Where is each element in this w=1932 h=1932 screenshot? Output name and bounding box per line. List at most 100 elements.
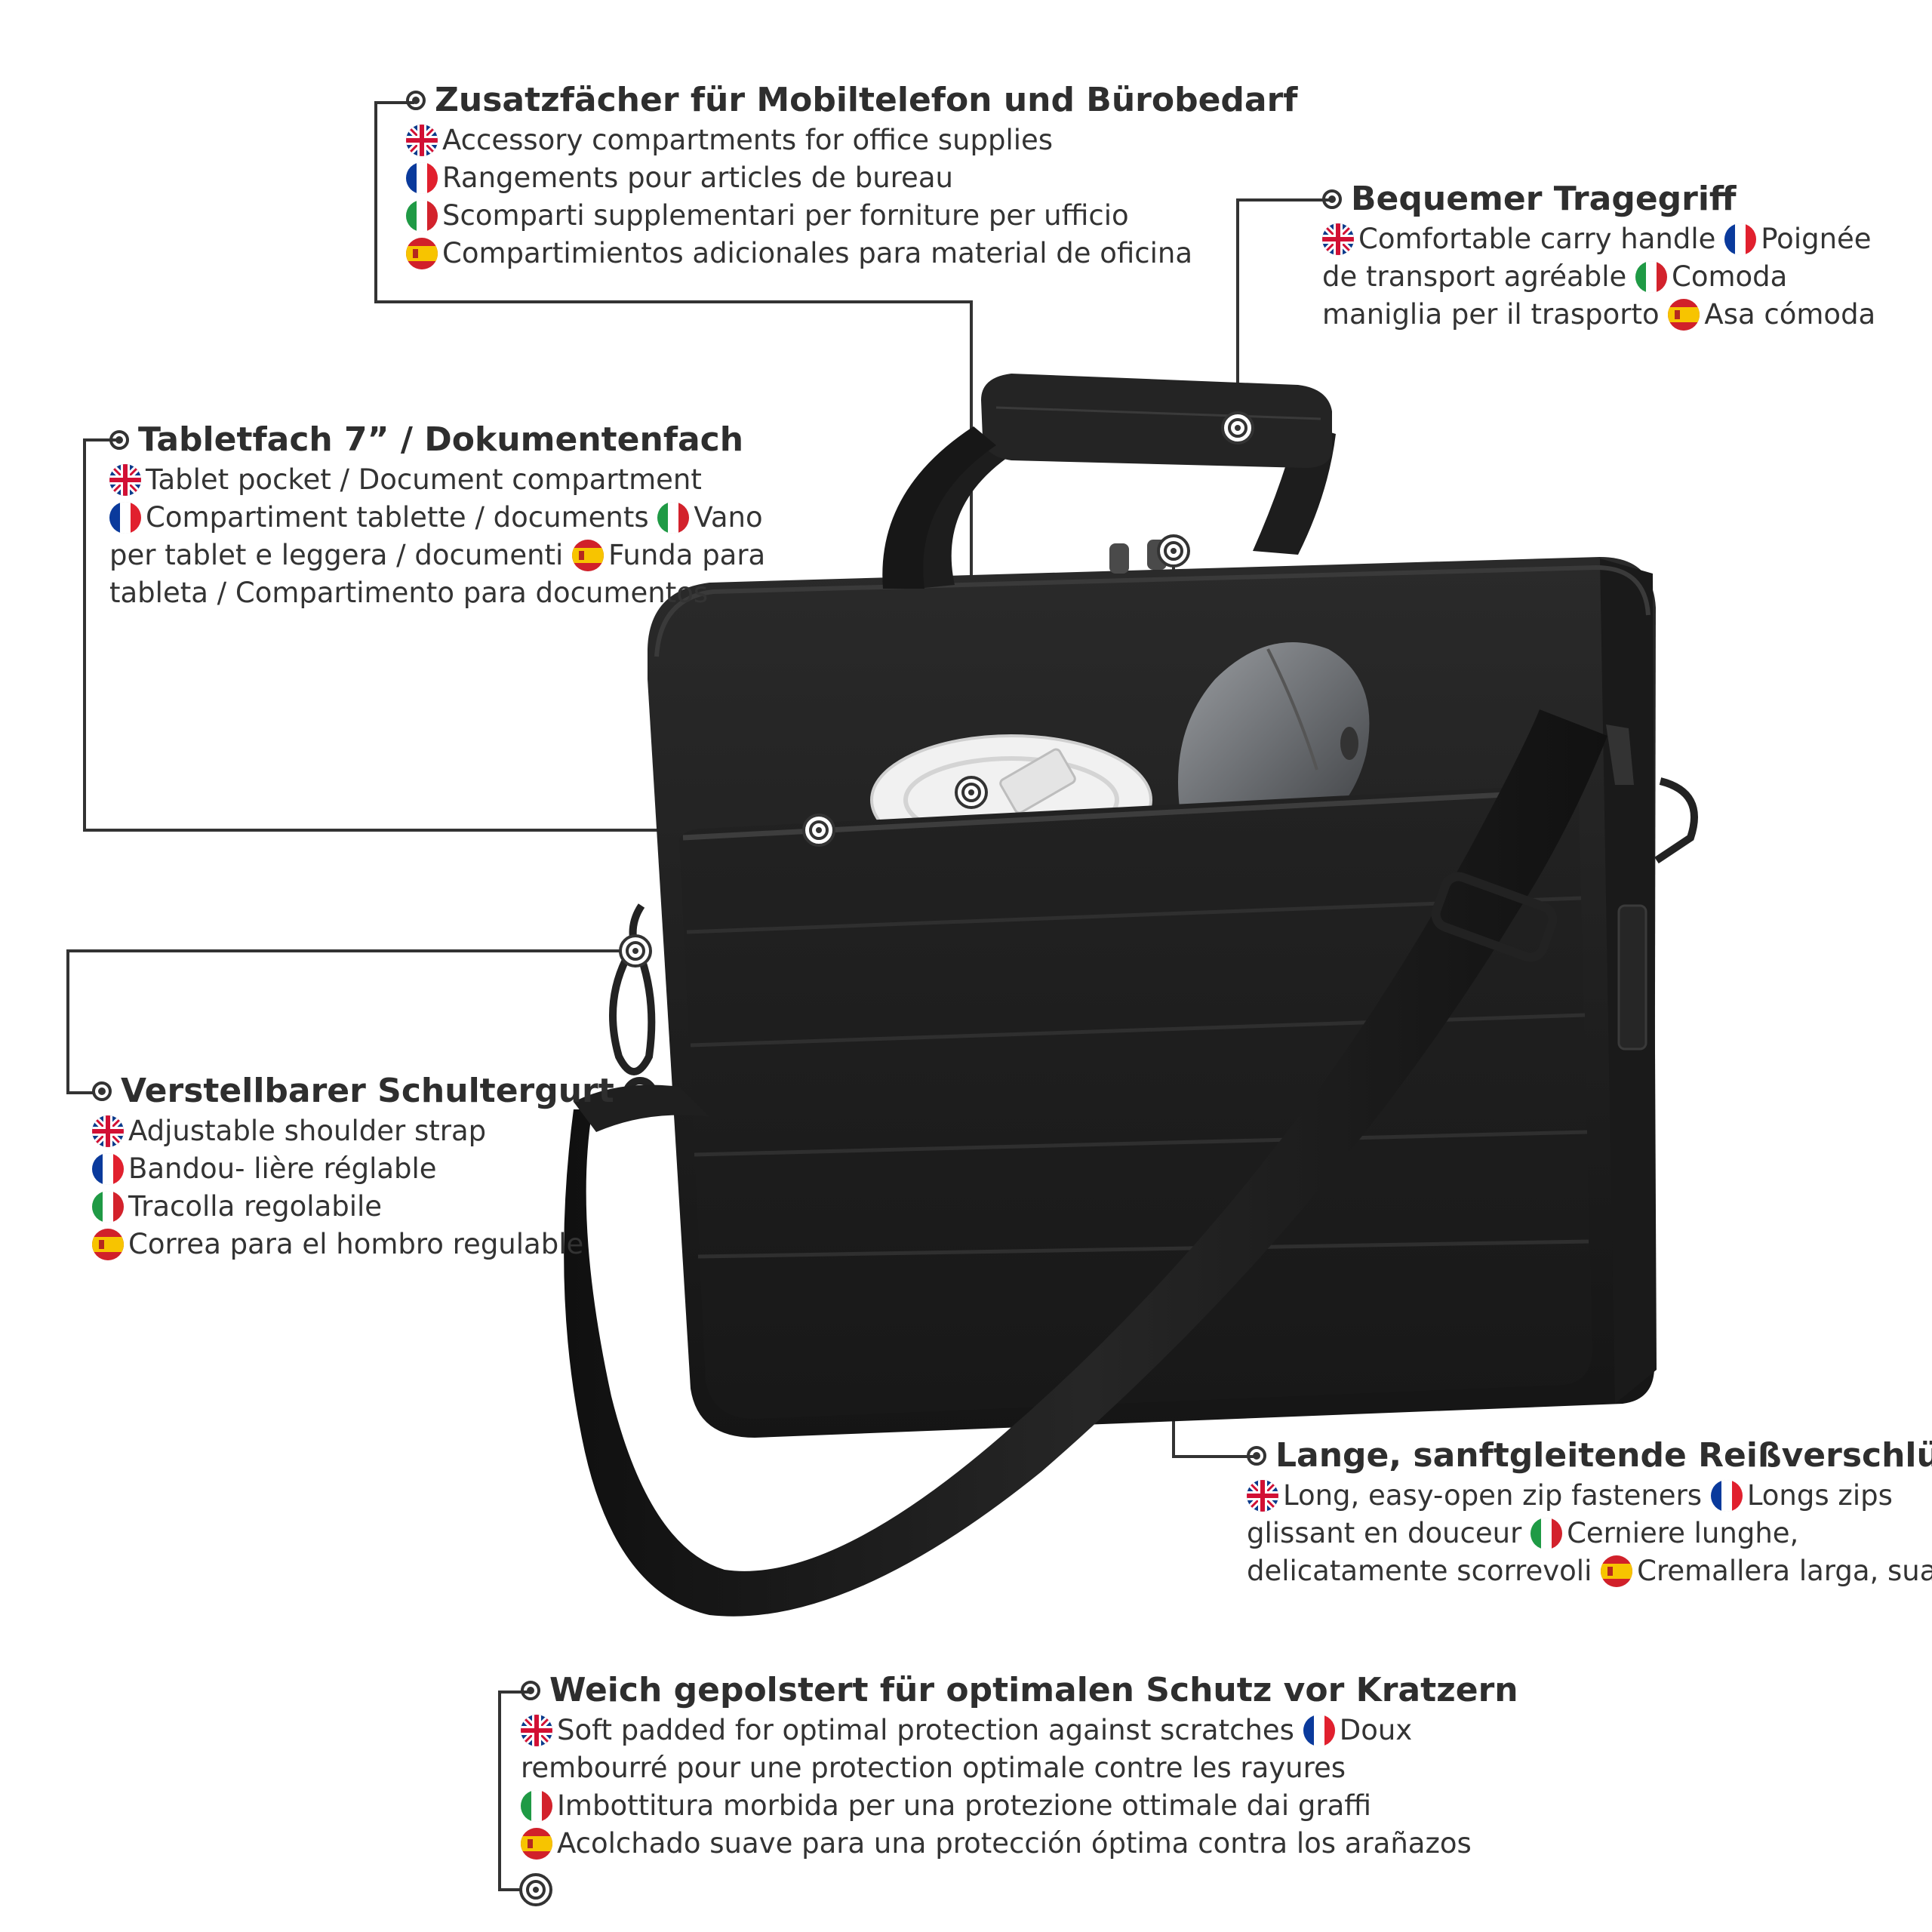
- description-line: maniglia per il trasporto Asa cómoda: [1322, 296, 1875, 334]
- callout-description: Soft padded for optimal protection again…: [521, 1712, 1518, 1863]
- description-line: Long, easy-open zip fasteners Longs zips: [1247, 1477, 1932, 1515]
- description-text: Correa para el hombro regulable: [128, 1228, 584, 1260]
- spain-flag-icon: [1668, 299, 1700, 331]
- leader-line-strap: [66, 949, 635, 1094]
- description-line: Adjustable shoulder strap: [92, 1112, 614, 1150]
- callout-heading: Zusatzfächer für Mobiltelefon und Bürobe…: [406, 79, 1297, 122]
- description-line: Acolchado suave para una protección ópti…: [521, 1825, 1518, 1863]
- callout-heading: Weich gepolstert für optimalen Schutz vo…: [521, 1669, 1518, 1712]
- description-text: Longs zips: [1746, 1479, 1893, 1512]
- callout-description: Long, easy-open zip fasteners Longs zips…: [1247, 1477, 1932, 1590]
- description-text: Acolchado suave para una protección ópti…: [557, 1827, 1472, 1860]
- concentric-target-icon: [1221, 411, 1254, 445]
- concentric-target-icon: [1157, 534, 1190, 568]
- france-flag-icon: [1710, 1480, 1743, 1512]
- description-text: Long, easy-open zip fasteners: [1283, 1479, 1711, 1512]
- description-text: tableta / Compartimento para documentos: [109, 577, 709, 609]
- callout-heading-text: Bequemer Tragegriff: [1351, 180, 1737, 218]
- description-text: maniglia per il trasporto: [1322, 298, 1669, 331]
- description-text: Cremallera larga, suave: [1637, 1555, 1932, 1587]
- description-text: Bandou- lière réglable: [128, 1152, 437, 1185]
- description-line: Soft padded for optimal protection again…: [521, 1712, 1518, 1749]
- uk-flag-icon: [406, 125, 438, 156]
- target-bullet-icon: [1247, 1446, 1266, 1466]
- concentric-target-icon: [955, 776, 988, 809]
- callout-heading: Bequemer Tragegriff: [1322, 178, 1875, 220]
- spain-flag-icon: [92, 1229, 124, 1260]
- description-text: Doux: [1339, 1714, 1413, 1746]
- target-markers: [519, 411, 1254, 1906]
- description-text: Poignée: [1761, 223, 1872, 255]
- description-text: Comoda: [1672, 260, 1788, 293]
- brand-tag: [1617, 904, 1647, 1051]
- callout-heading-text: Tabletfach 7” / Dokumentenfach: [138, 420, 744, 459]
- description-text: Vano: [694, 501, 763, 534]
- italy-flag-icon: [1531, 1518, 1563, 1549]
- callout-zips: Lange, sanftgleitende Reißverschlüsse Lo…: [1247, 1435, 1932, 1590]
- description-text: Asa cómoda: [1704, 298, 1876, 331]
- spain-flag-icon: [572, 540, 605, 571]
- callout-padding: Weich gepolstert für optimalen Schutz vo…: [521, 1669, 1518, 1863]
- uk-flag-icon: [109, 464, 141, 496]
- description-line: Compartimientos adicionales para materia…: [406, 235, 1297, 272]
- description-text: Cerniere lunghe,: [1567, 1517, 1799, 1549]
- target-bullet-icon: [92, 1081, 112, 1101]
- callout-strap: Verstellbarer Schultergurt Adjustable sh…: [92, 1070, 614, 1263]
- uk-flag-icon: [92, 1115, 124, 1147]
- callout-heading: Lange, sanftgleitende Reißverschlüsse: [1247, 1435, 1932, 1477]
- callout-heading: Tabletfach 7” / Dokumentenfach: [109, 419, 765, 461]
- concentric-target-icon: [802, 814, 835, 847]
- front-pocket: [679, 785, 1592, 1419]
- uk-flag-icon: [1247, 1480, 1278, 1512]
- description-line: Imbottitura morbida per una protezione o…: [521, 1787, 1518, 1825]
- spain-flag-icon: [521, 1828, 552, 1860]
- description-line: Tablet pocket / Document compartment: [109, 461, 765, 499]
- description-text: Tracolla regolabile: [128, 1190, 383, 1223]
- callout-tablet: Tabletfach 7” / Dokumentenfach Tablet po…: [109, 419, 765, 612]
- concentric-target-icon: [519, 1873, 552, 1906]
- strap-buckle: [1431, 872, 1558, 962]
- description-line: Bandou- lière réglable: [92, 1150, 614, 1188]
- right-carabiner: [1654, 777, 1698, 864]
- callout-description: Accessory compartments for office suppli…: [406, 122, 1297, 272]
- leader-line-padding: [498, 1690, 534, 1891]
- france-flag-icon: [1303, 1715, 1335, 1746]
- top-zip-seam: [654, 565, 1651, 657]
- description-line: Rangements pour articles de bureau: [406, 159, 1297, 197]
- uk-flag-icon: [1322, 223, 1354, 255]
- side-zip-puller: [1606, 724, 1634, 785]
- france-flag-icon: [109, 502, 141, 534]
- italy-flag-icon: [1635, 261, 1668, 293]
- description-text: glissant en douceur: [1247, 1517, 1531, 1549]
- callout-heading-text: Weich gepolstert für optimalen Schutz vo…: [549, 1671, 1518, 1709]
- description-text: rembourré pour une protection optimale c…: [521, 1752, 1346, 1784]
- callout-heading: Verstellbarer Schultergurt: [92, 1070, 614, 1112]
- description-text: Comfortable carry handle: [1358, 223, 1725, 255]
- france-flag-icon: [92, 1153, 124, 1185]
- description-line: Compartiment tablette / documents Vano: [109, 499, 765, 537]
- carry-handle: [882, 374, 1336, 589]
- concentric-target-icon: [619, 934, 652, 968]
- description-line: Comfortable carry handle Poignée: [1322, 220, 1875, 258]
- callout-heading-text: Verstellbarer Schultergurt: [121, 1072, 614, 1110]
- callout-heading-text: Lange, sanftgleitende Reißverschlüsse: [1275, 1436, 1932, 1475]
- description-text: Funda para: [608, 539, 766, 571]
- description-text: de transport agréable: [1322, 260, 1636, 293]
- spain-flag-icon: [406, 238, 438, 269]
- description-line: de transport agréable Comoda: [1322, 258, 1875, 296]
- leader-line-handle: [1236, 198, 1331, 428]
- description-text: Compartimientos adicionales para materia…: [442, 237, 1192, 269]
- description-text: Accessory compartments for office suppli…: [442, 124, 1054, 156]
- strap-bend: [574, 1084, 709, 1132]
- shoulder-strap: [564, 709, 1608, 1617]
- description-text: Compartiment tablette / documents: [146, 501, 658, 534]
- target-bullet-icon: [406, 91, 426, 110]
- description-text: Tablet pocket / Document compartment: [146, 463, 702, 496]
- description-text: Rangements pour articles de bureau: [442, 162, 953, 194]
- target-bullet-icon: [521, 1681, 540, 1700]
- callout-handle: Bequemer Tragegriff Comfortable carry ha…: [1322, 178, 1875, 334]
- callout-compartments: Zusatzfächer für Mobiltelefon und Bürobe…: [406, 79, 1297, 272]
